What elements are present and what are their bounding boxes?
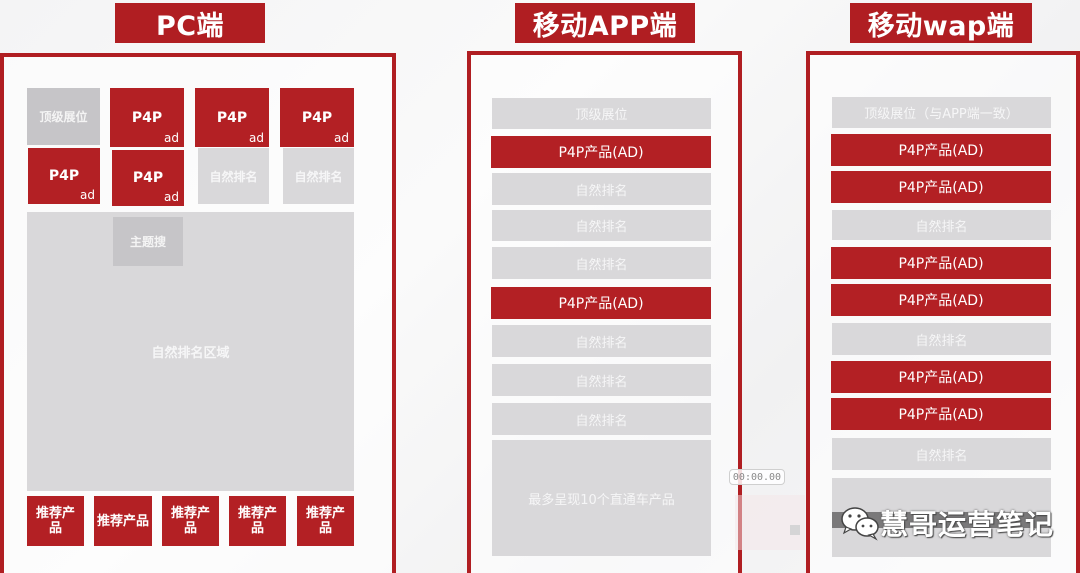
natural-area-label: 自然排名区域 [151, 346, 230, 361]
app-row-p4p: P4P产品(AD) [491, 136, 711, 168]
wap-row-natural: 自然排名 [832, 210, 1051, 240]
pc-natural-area: 自然排名区域 [27, 212, 354, 491]
wap-row-natural: 自然排名 [832, 438, 1051, 470]
pc-title: PC端 [115, 3, 265, 43]
wap-row-natural: 自然排名 [832, 323, 1051, 355]
wap-row-p4p: P4P产品(AD) [831, 284, 1051, 316]
wechat-icon [840, 505, 880, 541]
app-row-p4p: P4P产品(AD) [491, 287, 711, 319]
pc-p4p-tile: P4P ad [195, 88, 269, 147]
app-row-natural: 自然排名 [492, 403, 711, 435]
app-row-natural: 自然排名 [492, 325, 711, 357]
p4p-label: P4P [48, 168, 80, 184]
wap-row-p4p: P4P产品(AD) [831, 361, 1051, 393]
app-row-natural: 自然排名 [492, 247, 711, 279]
pc-recommended-tile: 推荐产品 [27, 496, 84, 546]
pc-p4p-tile: P4P ad [112, 150, 184, 206]
p4p-label: P4P [132, 170, 164, 186]
pc-p4p-tile: P4P ad [28, 148, 100, 204]
pc-theme-search: 主题搜 [113, 217, 183, 266]
video-timer: 00:00.00 [729, 469, 785, 485]
p4p-label: P4P [301, 109, 333, 126]
wap-row-p4p: P4P产品(AD) [831, 247, 1051, 279]
app-row-natural: 自然排名 [492, 364, 711, 396]
p4p-label: P4P [131, 109, 163, 126]
wap-row-p4p: P4P产品(AD) [831, 171, 1051, 203]
pc-top-slot: 顶级展位 [27, 88, 100, 145]
app-row-natural: 自然排名 [492, 173, 711, 205]
app-footer-note: 最多呈现10个直通车产品 [492, 440, 711, 556]
pc-recommended-tile: 推荐产品 [229, 496, 286, 546]
watermark-text: 慧哥运营笔记 [880, 508, 1055, 541]
pc-natural-tile: 自然排名 [283, 148, 354, 204]
pc-recommended-tile: 推荐产品 [94, 496, 152, 546]
app-title: 移动APP端 [515, 3, 695, 43]
pc-p4p-tile: P4P ad [110, 88, 184, 147]
pc-natural-tile: 自然排名 [198, 148, 269, 204]
mosaic-artifact [790, 525, 800, 535]
mosaic-artifact [735, 495, 805, 550]
app-row-natural: 自然排名 [492, 210, 711, 241]
watermark: 慧哥运营笔记 [840, 498, 1060, 548]
wap-row-p4p: P4P产品(AD) [831, 398, 1051, 430]
pc-p4p-tile: P4P ad [280, 88, 354, 147]
wap-row-top-slot: 顶级展位（与APP端一致） [832, 97, 1051, 128]
watermark-bar [832, 512, 1051, 528]
pc-recommended-tile: 推荐产品 [162, 496, 219, 546]
ad-label: ad [164, 190, 179, 204]
app-row-top-slot: 顶级展位 [492, 98, 711, 129]
wap-title: 移动wap端 [850, 3, 1032, 43]
wap-row-p4p: P4P产品(AD) [831, 134, 1051, 166]
ad-label: ad [80, 188, 95, 202]
ad-label: ad [164, 131, 179, 145]
ad-label: ad [334, 131, 349, 145]
ad-label: ad [249, 131, 264, 145]
pc-recommended-tile: 推荐产品 [297, 496, 354, 546]
p4p-label: P4P [216, 109, 248, 126]
